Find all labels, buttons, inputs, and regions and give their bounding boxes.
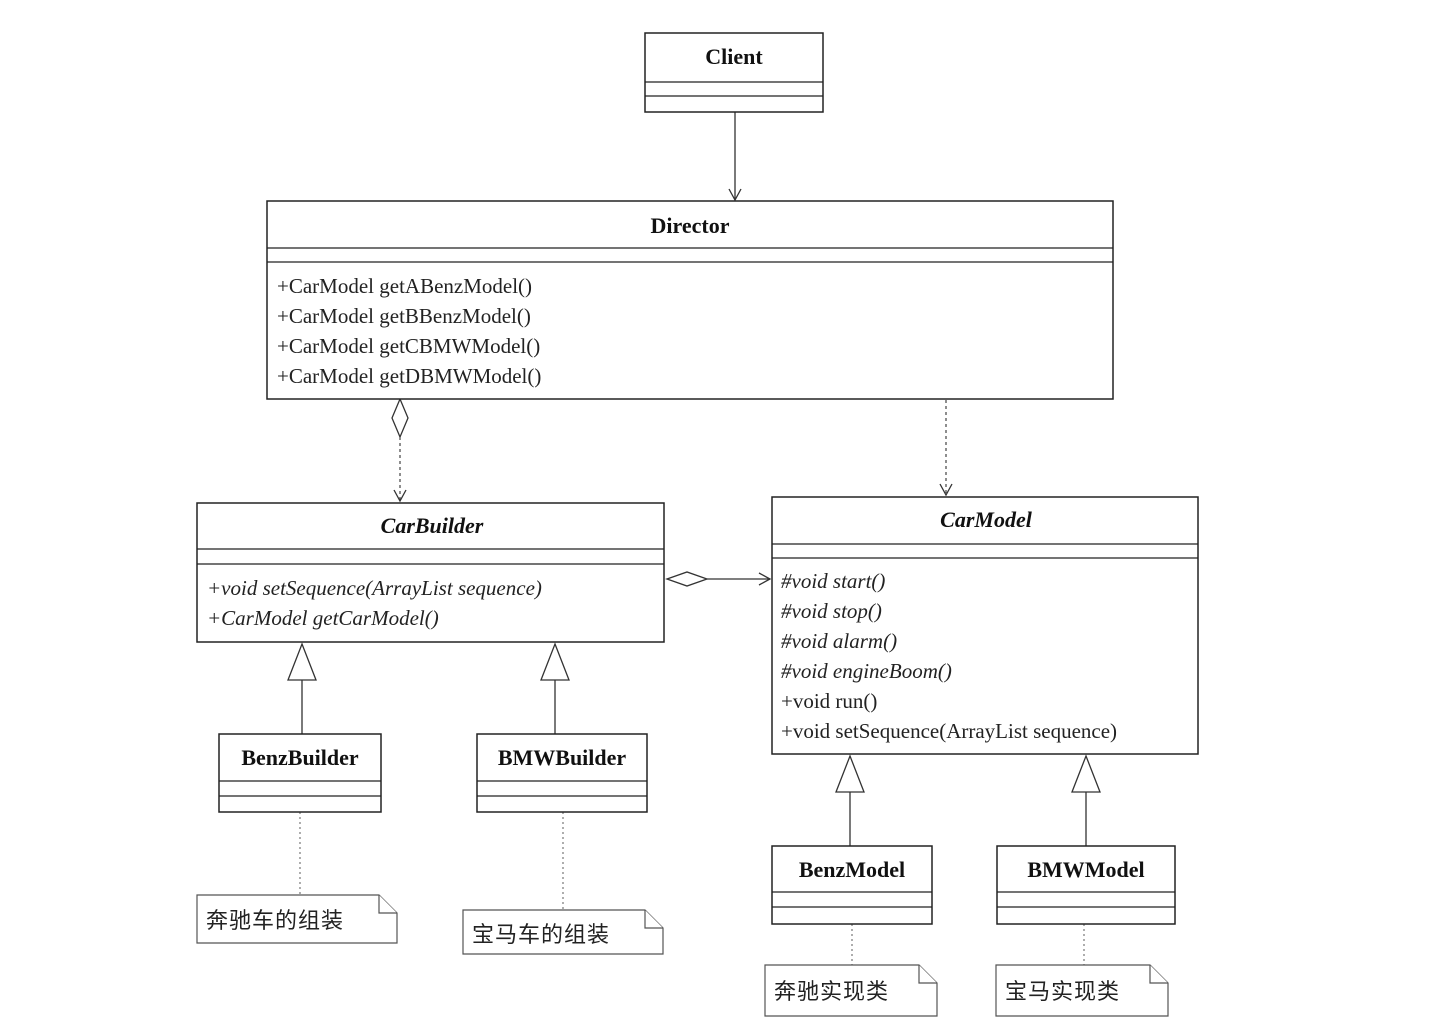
carmodel-class-name: CarModel xyxy=(940,507,1033,532)
director-class-name: Director xyxy=(651,213,730,238)
benzmodel-class-name: BenzModel xyxy=(799,857,905,882)
client-class-name: Client xyxy=(705,44,763,69)
class-bmwbuilder[interactable]: BMWBuilder xyxy=(476,733,648,813)
class-benzmodel[interactable]: BenzModel xyxy=(771,845,933,925)
bmwbuilder-class-name: BMWBuilder xyxy=(498,745,627,770)
note-benzbuilder: 奔驰车的组装 xyxy=(196,894,398,944)
benzmodel-note-text: 奔驰实现类 xyxy=(774,980,889,1005)
carmodel-operation: +void setSequence(ArrayList sequence) xyxy=(781,719,1117,743)
carmodel-operation: #void alarm() xyxy=(781,629,897,653)
carbuilder-carmodel-aggregation xyxy=(665,571,772,587)
carbuilder-operation: +CarModel getCarModel() xyxy=(207,606,439,630)
class-director[interactable]: Director +CarModel getABenzModel() +CarM… xyxy=(266,200,1114,400)
carmodel-operation: #void engineBoom() xyxy=(781,659,952,683)
bmwmodel-class-name: BMWModel xyxy=(1027,857,1144,882)
benzbuilder-generalization xyxy=(287,642,317,734)
director-operation: +CarModel getABenzModel() xyxy=(277,274,532,298)
benzbuilder-class-name: BenzBuilder xyxy=(241,745,359,770)
carmodel-operation: #void start() xyxy=(781,569,885,593)
bmwbuilder-note-text: 宝马车的组装 xyxy=(472,923,610,948)
director-operation: +CarModel getBBenzModel() xyxy=(277,304,531,328)
director-carbuilder-aggregation xyxy=(391,397,409,503)
class-carmodel[interactable]: CarModel #void start() #void stop() #voi… xyxy=(771,496,1199,755)
note-bmwbuilder: 宝马车的组装 xyxy=(462,909,664,955)
carmodel-operation: #void stop() xyxy=(781,599,882,623)
class-client[interactable]: Client xyxy=(644,32,824,113)
bmwmodel-generalization xyxy=(1071,754,1101,846)
note-bmwmodel: 宝马实现类 xyxy=(995,964,1169,1017)
director-operation: +CarModel getCBMWModel() xyxy=(277,334,540,358)
note-benzmodel: 奔驰实现类 xyxy=(764,964,938,1017)
carmodel-operation: +void run() xyxy=(781,689,877,713)
class-carbuilder[interactable]: CarBuilder +void setSequence(ArrayList s… xyxy=(196,502,665,643)
benzmodel-generalization xyxy=(835,754,865,846)
carbuilder-operation: +void setSequence(ArrayList sequence) xyxy=(207,576,542,600)
carbuilder-class-name: CarBuilder xyxy=(381,513,484,538)
bmwmodel-note-text: 宝马实现类 xyxy=(1005,980,1120,1005)
class-benzbuilder[interactable]: BenzBuilder xyxy=(218,733,382,813)
director-operation: +CarModel getDBMWModel() xyxy=(277,364,541,388)
benzbuilder-note-text: 奔驰车的组装 xyxy=(206,909,344,934)
bmwbuilder-generalization xyxy=(540,642,570,734)
class-bmwmodel[interactable]: BMWModel xyxy=(996,845,1176,925)
